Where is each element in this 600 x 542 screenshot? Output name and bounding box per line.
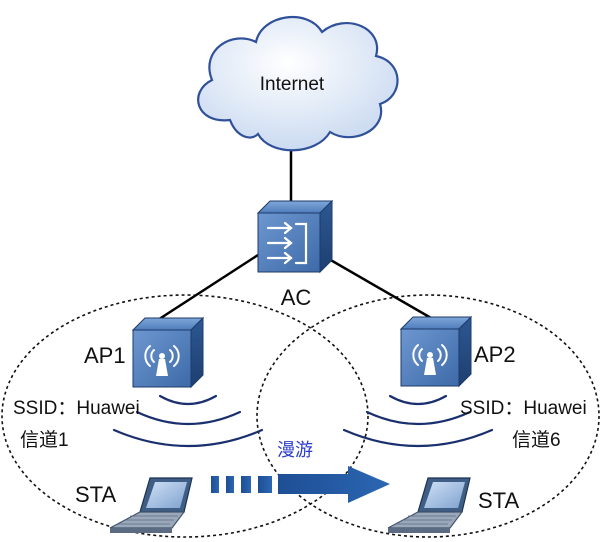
cloud-label: Internet (260, 74, 325, 95)
ap2-sta-label: STA (478, 488, 519, 513)
sta2-laptop-icon (387, 477, 471, 533)
ap1-icon (131, 316, 205, 389)
access-controller-icon (256, 199, 334, 274)
ap2-label: AP2 (474, 342, 516, 367)
ap1-signal-waves (112, 394, 264, 448)
cloud-icon: Internet (197, 16, 399, 152)
ap1-ssid-label: SSID：Huawei (13, 398, 140, 419)
ac-ap2-link (321, 253, 439, 324)
roam-arrow-icon (211, 466, 390, 503)
roam-label: 漫游 (277, 440, 313, 460)
ap2-icon (399, 315, 473, 388)
ap1-coverage-area (1, 294, 369, 538)
ac-label: AC (281, 285, 312, 310)
ap2-signal-waves (342, 394, 494, 448)
ap1-channel-label: 信道1 (20, 429, 69, 451)
ap2-coverage-area (256, 294, 600, 538)
sta1-laptop-icon (109, 477, 193, 533)
ap2-ssid-label: SSID：Huawei (460, 398, 587, 419)
ap1-sta-label: STA (75, 482, 116, 507)
ac-ap1-link (149, 253, 259, 327)
ap1-label: AP1 (84, 343, 126, 368)
ap2-channel-label: 信道6 (512, 429, 561, 451)
